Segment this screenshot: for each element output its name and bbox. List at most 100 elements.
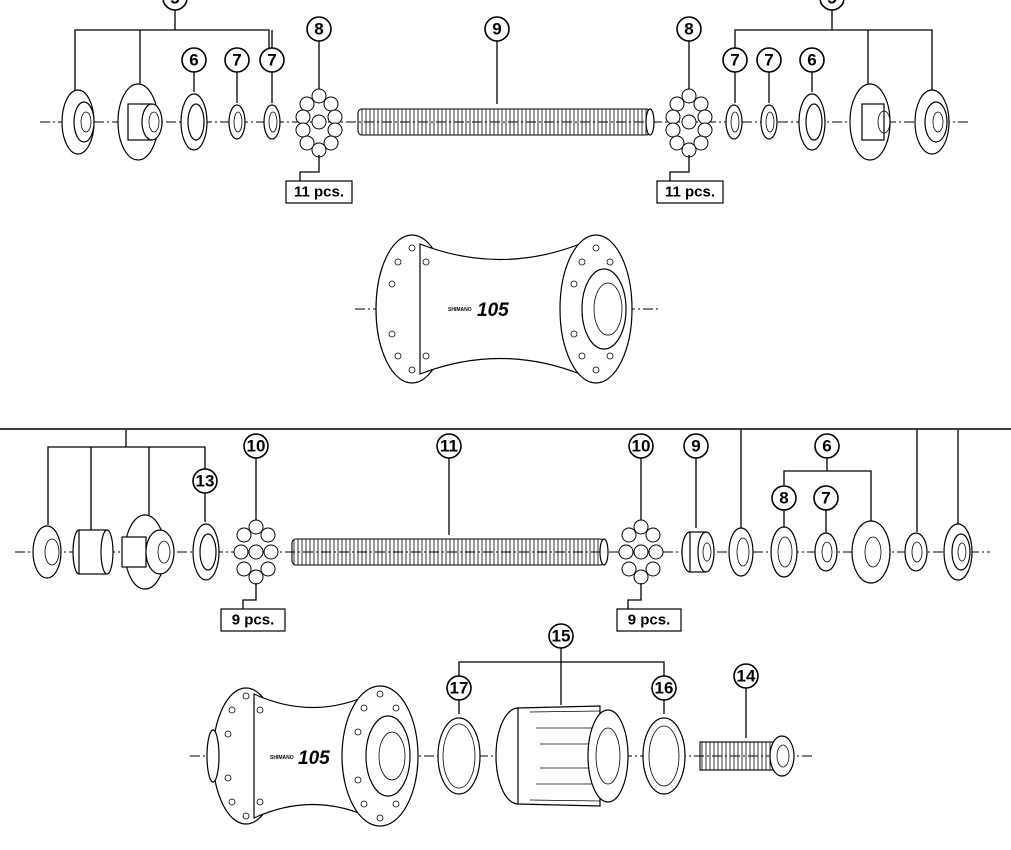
callout-10-right: 10 bbox=[628, 433, 654, 459]
front-left-locknut bbox=[61, 89, 95, 155]
front-right-washer-b bbox=[760, 104, 778, 140]
rear-right-seal bbox=[770, 526, 798, 578]
svg-text:9: 9 bbox=[492, 20, 501, 39]
rear-right-flange-holes bbox=[354, 690, 400, 822]
callout-6-right: 6 bbox=[799, 47, 825, 73]
callout-8-left: 8 bbox=[306, 16, 332, 42]
rear-right-cone bbox=[681, 531, 715, 573]
rear-left-bracket bbox=[47, 430, 206, 530]
front-right-washer-a bbox=[725, 104, 743, 140]
callout-8-rear: 8 bbox=[771, 485, 797, 511]
rear-axle bbox=[291, 538, 609, 566]
callout-17: 17 bbox=[446, 675, 472, 701]
freehub-bracket bbox=[458, 648, 747, 738]
callout-5-left-label: 5 bbox=[170, 0, 179, 8]
freehub-bolt bbox=[699, 735, 795, 777]
svg-text:9 pcs.: 9 pcs. bbox=[232, 612, 275, 629]
rear-right-ball-bearings bbox=[618, 519, 664, 585]
rear-right-washer bbox=[814, 532, 838, 572]
rear-right-washer-b bbox=[904, 532, 928, 572]
svg-text:15: 15 bbox=[552, 627, 571, 646]
svg-text:13: 13 bbox=[196, 472, 215, 491]
rear-left-spacer bbox=[72, 529, 114, 575]
svg-text:6: 6 bbox=[822, 437, 831, 456]
front-right-flange-holes bbox=[570, 244, 614, 374]
rear-brand-maker: SHIMANO bbox=[270, 755, 294, 761]
rear-left-locknut bbox=[32, 525, 62, 579]
callout-9-front: 9 bbox=[484, 16, 510, 42]
svg-text:14: 14 bbox=[737, 667, 756, 686]
qty-box-rear-right: 9 pcs. bbox=[616, 608, 682, 632]
front-left-cone-cap bbox=[117, 83, 163, 161]
front-brand-maker: SHIMANO bbox=[448, 307, 472, 313]
svg-text:6: 6 bbox=[807, 51, 816, 70]
svg-text:8: 8 bbox=[684, 20, 693, 39]
rear-right-dust-cap bbox=[851, 520, 891, 584]
rear-right-spacer bbox=[728, 527, 754, 577]
rear-brand-model: 105 bbox=[298, 748, 330, 769]
svg-text:9: 9 bbox=[691, 437, 700, 456]
svg-text:7: 7 bbox=[267, 51, 276, 70]
svg-text:17: 17 bbox=[450, 679, 469, 698]
callout-7-left-a: 7 bbox=[224, 47, 250, 73]
svg-text:6: 6 bbox=[189, 51, 198, 70]
front-hub-body: SHIMANO 105 bbox=[375, 234, 633, 384]
callout-7-right-b: 7 bbox=[756, 47, 782, 73]
callout-5-right: 5 bbox=[819, 0, 845, 11]
svg-text:11 pcs.: 11 pcs. bbox=[665, 184, 715, 201]
callout-5-left: 5 bbox=[162, 0, 188, 11]
callout-13: 13 bbox=[192, 468, 218, 494]
qty-box-front-right: 11 pcs. bbox=[656, 180, 724, 204]
callout-7-right-a: 7 bbox=[722, 47, 748, 73]
rear-left-ball-bearings bbox=[233, 519, 279, 585]
callout-14: 14 bbox=[733, 663, 759, 689]
rear-hub-body: SHIMANO 105 bbox=[206, 685, 419, 827]
qty-box-rear-left: 9 pcs. bbox=[220, 608, 286, 632]
front-left-ball-bearings bbox=[295, 88, 343, 158]
svg-text:7: 7 bbox=[764, 51, 773, 70]
freehub-washer bbox=[437, 717, 481, 795]
rear-hub-assembly: 13 10 bbox=[15, 430, 990, 827]
front-brand-model: 105 bbox=[477, 300, 509, 321]
front-left-washer-b bbox=[263, 104, 281, 140]
svg-text:8: 8 bbox=[314, 20, 323, 39]
callout-6-left: 6 bbox=[181, 47, 207, 73]
svg-text:9 pcs.: 9 pcs. bbox=[628, 612, 671, 629]
svg-text:16: 16 bbox=[655, 679, 674, 698]
callout-11: 11 bbox=[436, 433, 462, 459]
front-axle bbox=[357, 108, 655, 136]
svg-text:10: 10 bbox=[632, 437, 651, 456]
svg-text:7: 7 bbox=[730, 51, 739, 70]
svg-text:7: 7 bbox=[232, 51, 241, 70]
rear-right-locknut bbox=[943, 523, 973, 581]
front-left-flange-holes bbox=[388, 244, 430, 374]
callout-6-rear: 6 bbox=[814, 433, 840, 459]
callout-7-rear: 7 bbox=[813, 485, 839, 511]
front-right-bracket bbox=[734, 10, 933, 103]
front-right-cone-cap bbox=[849, 83, 891, 161]
front-right-cone bbox=[798, 93, 826, 151]
front-left-cone bbox=[180, 93, 208, 151]
callout-8-right: 8 bbox=[676, 16, 702, 42]
freehub-body bbox=[495, 705, 629, 807]
svg-text:7: 7 bbox=[821, 489, 830, 508]
svg-text:11 pcs.: 11 pcs. bbox=[294, 184, 344, 201]
callout-9-rear: 9 bbox=[683, 433, 709, 459]
rear-right-bracket bbox=[783, 430, 959, 534]
qty-box-front-left: 11 pcs. bbox=[285, 180, 353, 204]
rear-left-flange-holes bbox=[224, 692, 264, 820]
svg-text:11: 11 bbox=[440, 437, 458, 456]
freehub-spacer bbox=[642, 717, 686, 795]
svg-text:10: 10 bbox=[247, 437, 266, 456]
svg-text:8: 8 bbox=[779, 489, 788, 508]
front-hub-assembly: 5 6 7 7 bbox=[40, 0, 968, 384]
front-right-ball-bearings bbox=[665, 88, 713, 158]
svg-text:5: 5 bbox=[827, 0, 836, 8]
callout-15: 15 bbox=[548, 623, 574, 649]
front-right-locknut bbox=[914, 89, 950, 155]
rear-left-cone bbox=[192, 523, 220, 581]
rear-left-cone-cap bbox=[121, 514, 175, 590]
callout-10-left: 10 bbox=[243, 433, 269, 459]
callout-16: 16 bbox=[651, 675, 677, 701]
